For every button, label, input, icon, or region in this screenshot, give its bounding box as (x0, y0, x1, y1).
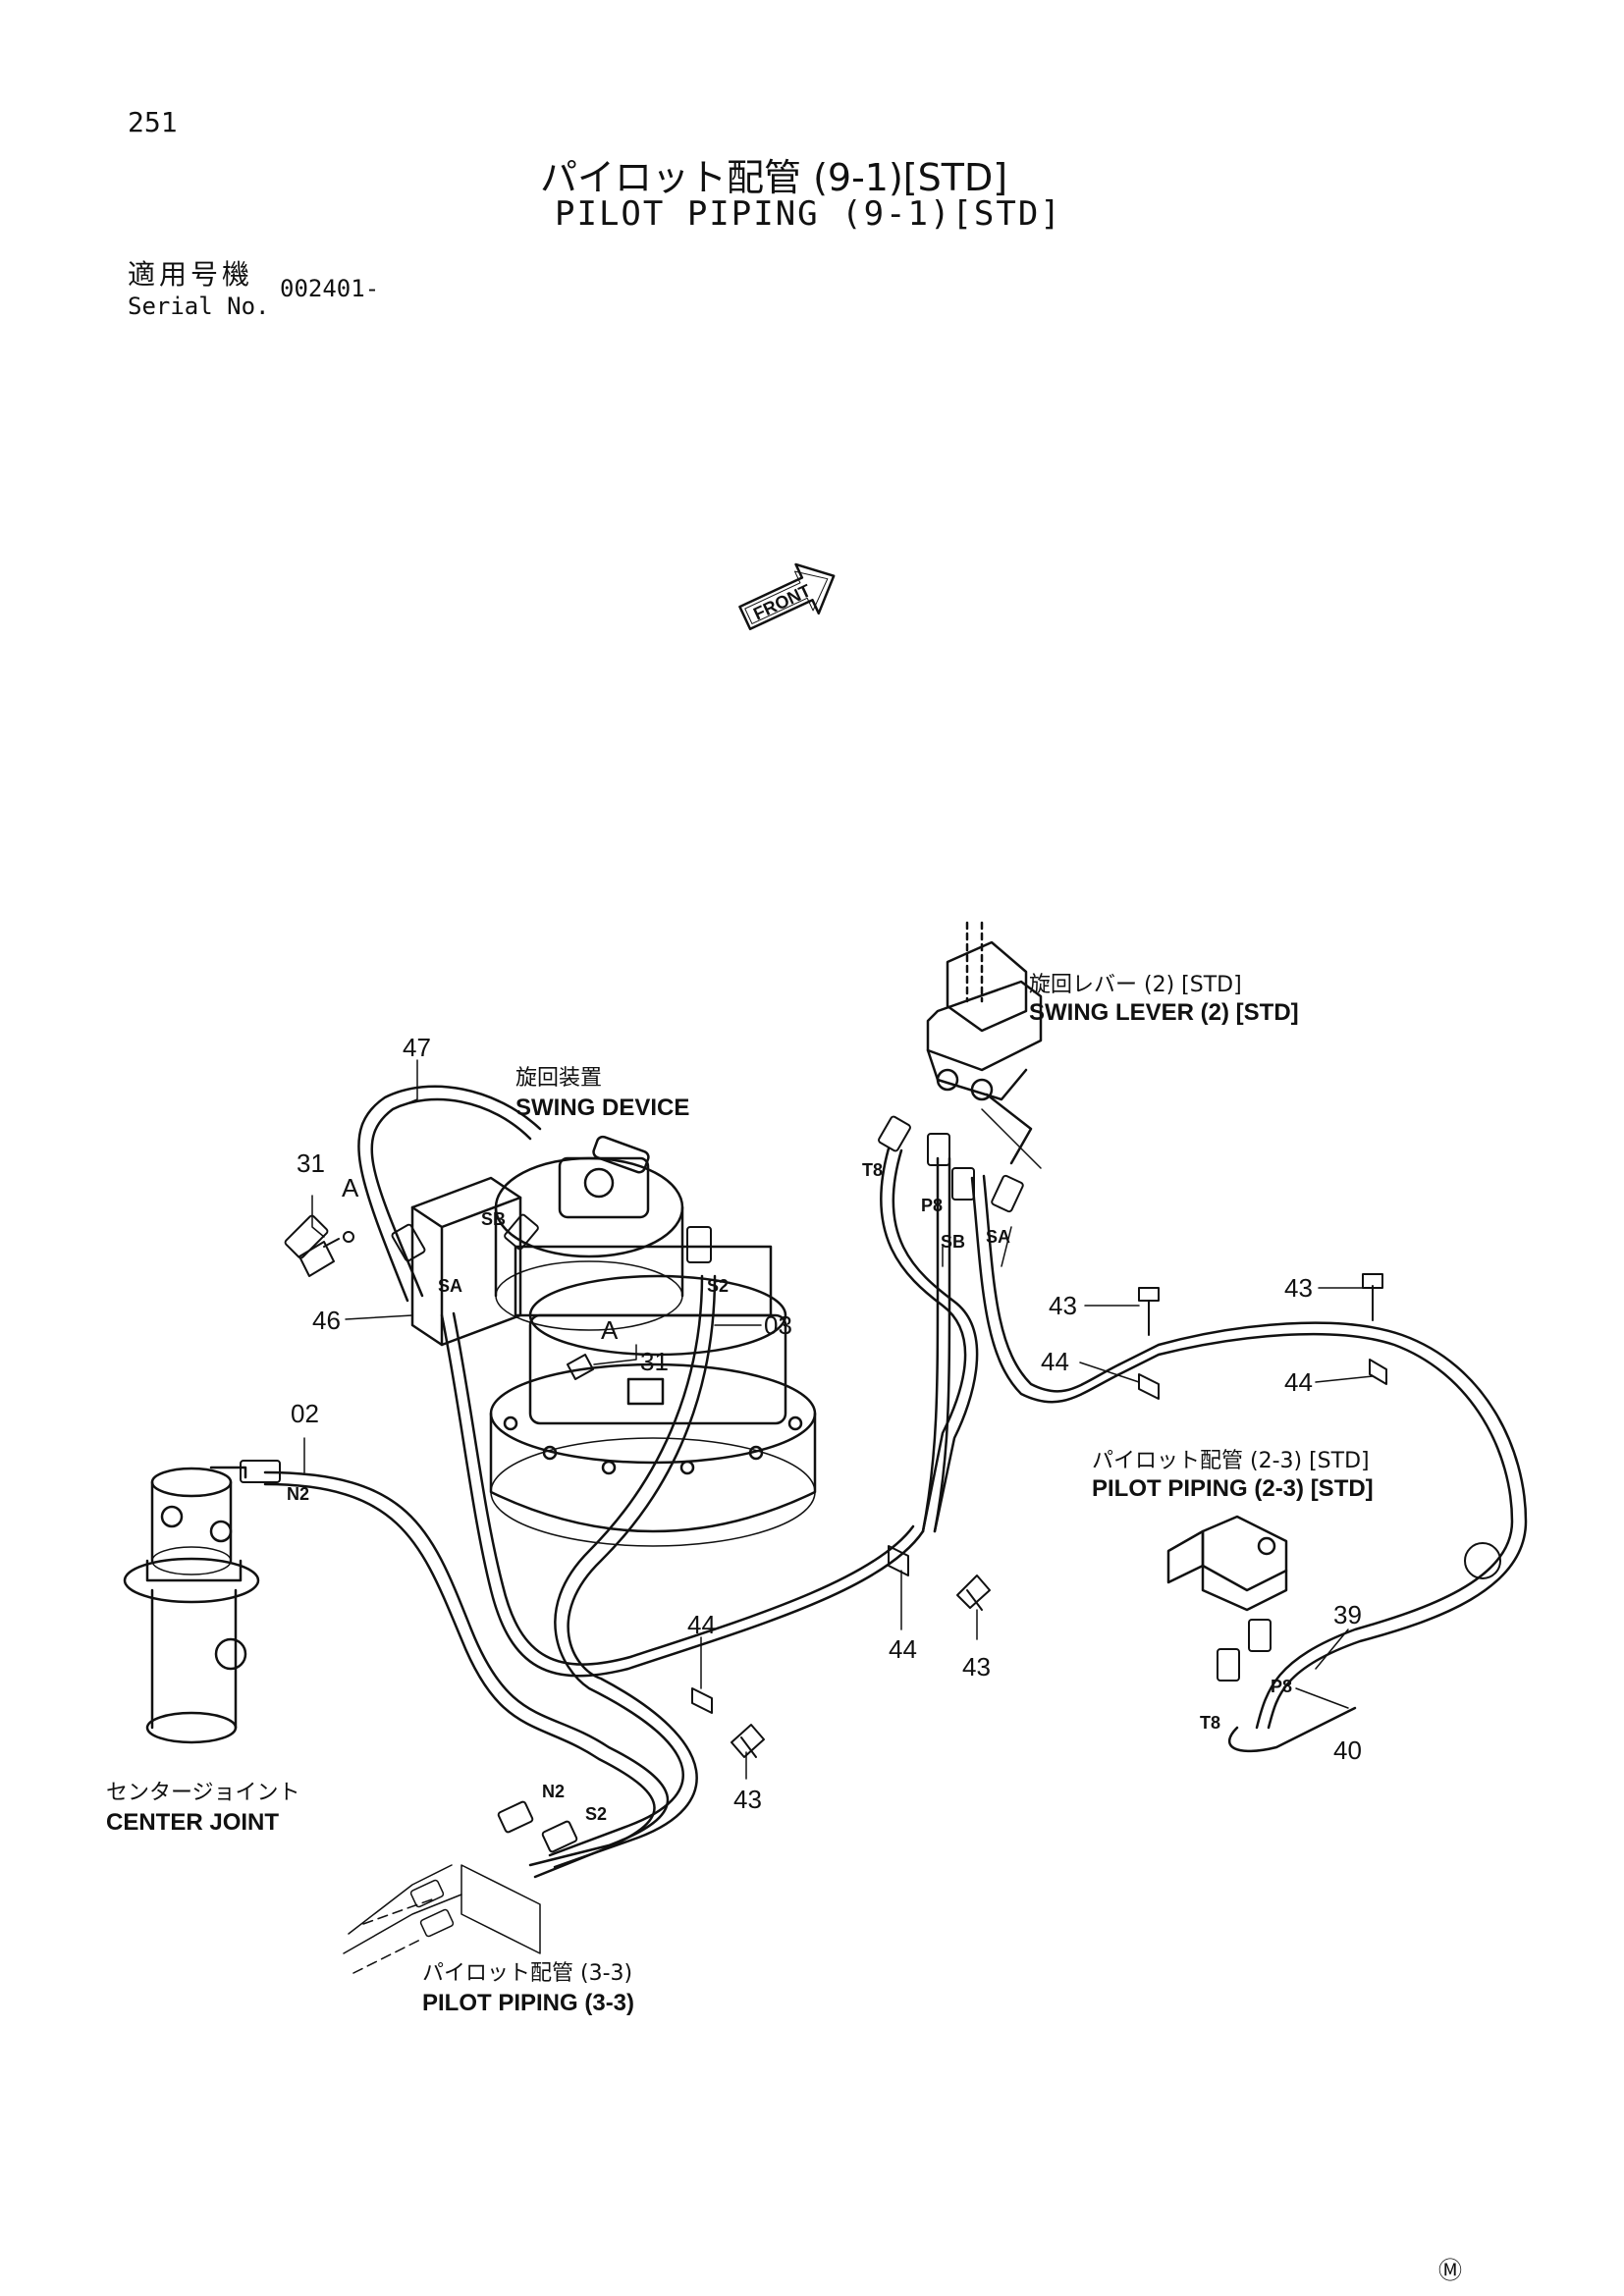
fittings (240, 1115, 1272, 1853)
detail-a-lower: A (601, 1315, 619, 1345)
detail-a-upper: A (342, 1173, 359, 1202)
m-mark-icon: Ⓜ (1438, 2257, 1462, 2284)
leader-lines (303, 1059, 1374, 1780)
port-sb-swing-device: SB (481, 1209, 507, 1229)
clamps-and-bolts (343, 1231, 1387, 1758)
hoses (263, 1085, 1528, 1879)
pilot-piping-3-3-label-en: PILOT PIPING (3-3) (422, 1990, 635, 2016)
center-joint-drawing (123, 1466, 260, 1744)
page-title-english: PILOT PIPING (9-1)[STD] (555, 194, 1062, 234)
serial-number-value: 002401- (280, 275, 380, 302)
front-arrow-icon: FRONT (738, 562, 836, 631)
serial-label-english: Serial No. (128, 293, 270, 320)
port-s2-swing-device: S2 (707, 1276, 730, 1296)
callout-02: 02 (291, 1399, 319, 1428)
page-number: 251 (128, 106, 178, 138)
callout-43-d: 43 (733, 1785, 762, 1814)
swing-device-label-en: SWING DEVICE (515, 1095, 690, 1121)
swing-lever-label-en: SWING LEVER (2) [STD] (1029, 999, 1299, 1026)
callout-43-a: 43 (1049, 1291, 1077, 1320)
swing-lever-drawing (926, 921, 1043, 1165)
port-p8-solenoid: P8 (1271, 1677, 1293, 1696)
port-t8-solenoid: T8 (1200, 1713, 1221, 1733)
page-title-japanese: パイロット配管 (9-1)[STD] (540, 156, 1008, 199)
port-sa-swing-device: SA (438, 1276, 463, 1296)
plug-31-drawing (298, 1238, 594, 1380)
pilot-piping-2-3-label-ja: パイロット配管 (2-3) [STD] (1092, 1449, 1370, 1473)
callout-43-b: 43 (1284, 1273, 1313, 1303)
pilot-piping-2-3-label-en: PILOT PIPING (2-3) [STD] (1092, 1475, 1374, 1502)
callout-44-a: 44 (1041, 1347, 1069, 1376)
swing-device-label-ja: 旋回装置 (515, 1066, 603, 1091)
port-n2-center-joint: N2 (287, 1484, 310, 1504)
pilot-piping-3-3-drawing (343, 1864, 541, 1974)
callout-03: 03 (764, 1310, 792, 1340)
callout-43-c: 43 (962, 1652, 991, 1682)
callout-44-b: 44 (1284, 1367, 1313, 1397)
serial-label-japanese: 適用号機 (128, 258, 254, 291)
callout-44-c: 44 (687, 1610, 716, 1639)
swing-lever-label-ja: 旋回レバー (2) [STD] (1029, 973, 1242, 997)
callout-39: 39 (1333, 1600, 1362, 1629)
center-joint-label-ja: センタージョイント (106, 1781, 300, 1805)
pilot-piping-3-3-label-ja: パイロット配管 (3-3) (422, 1961, 633, 1986)
solenoid-valve-drawing (1166, 1515, 1288, 1612)
port-sa-swing-lever: SA (986, 1227, 1011, 1247)
callout-47: 47 (403, 1033, 431, 1062)
port-p8-swing-lever: P8 (921, 1196, 944, 1215)
port-sb-swing-lever: SB (941, 1232, 966, 1252)
callout-31-upper: 31 (297, 1148, 325, 1178)
callout-44-d: 44 (889, 1634, 917, 1664)
port-t8-swing-lever: T8 (862, 1160, 884, 1180)
port-n2-hose-end: N2 (542, 1782, 566, 1801)
callout-31-lower: 31 (640, 1347, 669, 1376)
center-joint-label-en: CENTER JOINT (106, 1809, 280, 1836)
valve-block-drawing (410, 1176, 522, 1347)
port-s2-hose-end: S2 (585, 1804, 608, 1824)
callout-40: 40 (1333, 1735, 1362, 1765)
callout-46: 46 (312, 1306, 341, 1335)
